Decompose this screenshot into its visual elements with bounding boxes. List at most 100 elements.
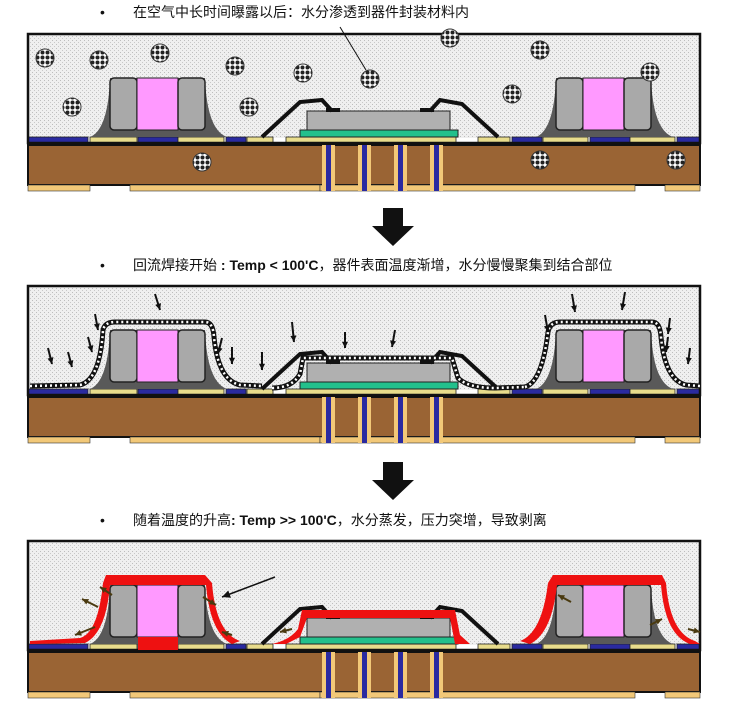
bottom-pad xyxy=(27,436,91,444)
vapor-pressure-arrow-head xyxy=(222,630,229,637)
via-core xyxy=(434,145,439,191)
component-end-cap xyxy=(109,329,138,383)
step-3-description: 随着温度的升高 xyxy=(133,512,231,528)
left-passive-component xyxy=(90,77,227,137)
via-wall xyxy=(331,652,335,698)
moisture-particle xyxy=(640,62,660,82)
bottom-pad xyxy=(319,184,441,192)
via-wall xyxy=(394,145,398,191)
vapor-pressure-arrow-head xyxy=(280,627,287,634)
bullet: • xyxy=(100,512,105,528)
delamination-gap-right xyxy=(520,575,700,644)
via-wall xyxy=(331,397,335,443)
moisture-flow-arrow-head xyxy=(685,357,692,364)
bond-wire-left xyxy=(260,97,334,139)
via-core xyxy=(362,397,367,443)
moisture-flow-arrow-head xyxy=(155,303,162,310)
via-core xyxy=(362,145,367,191)
panel-delamination xyxy=(26,539,702,699)
moisture-flow-arrow-head xyxy=(620,303,627,310)
chip-substrate xyxy=(299,381,459,390)
moisture-accumulation-beads xyxy=(271,356,526,390)
component-end-cap xyxy=(109,77,138,131)
component-end-cap xyxy=(623,77,652,131)
moisture-particle xyxy=(530,40,550,60)
via-core xyxy=(326,397,331,443)
moisture-particle xyxy=(239,97,259,117)
delamination-under-component xyxy=(138,637,178,650)
bottom-pad xyxy=(439,184,636,192)
via-wall xyxy=(439,652,443,698)
via-wall xyxy=(322,145,326,191)
bond-pad xyxy=(326,360,340,364)
vapor-pressure-arrow-head xyxy=(655,619,662,625)
via-wall xyxy=(367,145,371,191)
delamination-pointer-arrow-head xyxy=(222,590,231,598)
bond-wire-right xyxy=(428,97,500,139)
bottom-pad xyxy=(319,436,441,444)
component-end-cap xyxy=(109,584,138,638)
step-1-text: 在空气中长时间曝露以后：水分渗透到器件封装材料内 xyxy=(133,2,469,22)
component-end-cap xyxy=(555,329,584,383)
via-core xyxy=(434,652,439,698)
moisture-accumulation-layer xyxy=(29,319,263,389)
bullet: • xyxy=(100,257,105,273)
via-wall xyxy=(394,652,398,698)
bottom-pad xyxy=(664,691,701,699)
transition-arrow-1 xyxy=(372,208,414,246)
moisture-flow-arrow-head xyxy=(258,363,266,370)
bottom-pad xyxy=(664,184,701,192)
vapor-pressure-arrow-head xyxy=(693,627,700,634)
via-wall xyxy=(331,145,335,191)
via-wall xyxy=(358,397,362,443)
via-core xyxy=(398,397,403,443)
via-wall xyxy=(430,652,434,698)
component-end-cap xyxy=(555,77,584,131)
component-end-cap xyxy=(177,77,206,131)
annotation-pointer xyxy=(339,26,367,71)
component-body xyxy=(582,329,625,383)
moisture-flow-arrow-head xyxy=(47,357,54,364)
via-wall xyxy=(439,145,443,191)
bottom-pad xyxy=(439,436,636,444)
via-core xyxy=(398,652,403,698)
moisture-particle xyxy=(502,84,522,104)
moisture-flow-arrow-head xyxy=(216,347,223,354)
via-wall xyxy=(367,652,371,698)
via-core xyxy=(362,652,367,698)
via-core xyxy=(326,652,331,698)
right-passive-component xyxy=(536,77,673,137)
transition-arrow-2 xyxy=(372,462,414,500)
step-2-temperature: : Temp < 100'C xyxy=(220,257,319,273)
moisture-flow-arrow-head xyxy=(663,345,670,352)
moisture-particle xyxy=(150,43,170,63)
moisture-flow-arrow-head xyxy=(67,360,74,367)
moisture-flow-arrow-head xyxy=(570,305,577,312)
package-outline xyxy=(26,284,702,397)
vapor-pressure-arrow-head xyxy=(82,599,89,605)
via-wall xyxy=(430,397,434,443)
moisture-flow-arrow-head xyxy=(390,340,397,347)
bond-pad xyxy=(326,108,340,112)
moisture-particle xyxy=(89,50,109,70)
via-core xyxy=(434,397,439,443)
package-outline xyxy=(26,32,702,145)
vapor-pressure-arrow-head xyxy=(100,587,107,594)
bottom-pad xyxy=(27,691,91,699)
vapor-pressure-arrow-head xyxy=(558,595,565,601)
moisture-particle xyxy=(360,69,380,89)
left-passive-component xyxy=(90,329,227,389)
via-wall xyxy=(403,145,407,191)
package-outline xyxy=(26,539,702,652)
bullet: • xyxy=(100,4,105,20)
component-end-cap xyxy=(623,584,652,638)
via-wall xyxy=(367,397,371,443)
step-2-description: 回流焊接开始 xyxy=(133,257,221,273)
moisture-particle xyxy=(62,97,82,117)
panel-moisture-absorption xyxy=(26,26,702,192)
right-passive-component xyxy=(536,329,673,389)
step-1-description: 在空气中长时间曝露以后：水分渗透到器件封装材料内 xyxy=(133,4,469,20)
moisture-particle xyxy=(666,150,686,170)
component-end-cap xyxy=(177,329,206,383)
moisture-particle xyxy=(530,150,550,170)
